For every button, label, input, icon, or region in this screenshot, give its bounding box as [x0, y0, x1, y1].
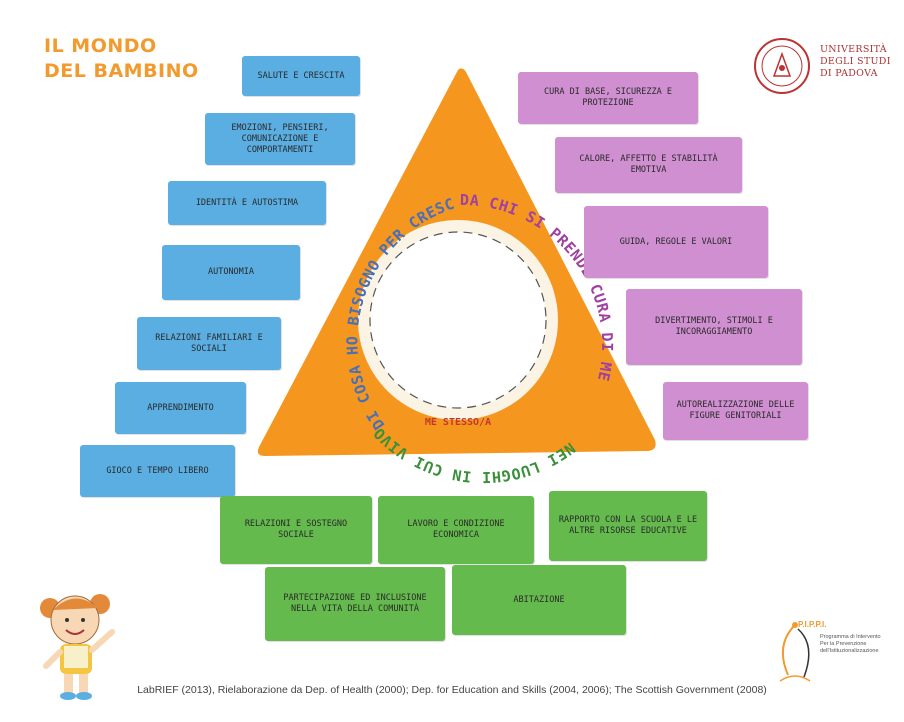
diagram-title: IL MONDO DEL BAMBINO	[44, 34, 199, 84]
green-box-3: Rapporto con la scuola e le altre risors…	[549, 491, 707, 561]
university-line-1: UNIVERSITÀ	[820, 44, 887, 55]
blue-box-3: Identità e autostima	[168, 181, 326, 225]
title-line-2: DEL BAMBINO	[44, 60, 199, 82]
green-box-5: Abitazione	[452, 565, 626, 635]
university-line-3: DI PADOVA	[820, 68, 878, 79]
blue-box-7: Gioco e tempo libero	[80, 445, 235, 497]
university-seal-icon	[754, 38, 810, 94]
blue-box-6: Apprendimento	[115, 382, 246, 434]
title-line-1: IL MONDO	[44, 35, 157, 57]
university-line-2: DEGLI STUDI	[820, 56, 891, 67]
pink-box-4: Divertimento, stimoli e incoraggiamento	[626, 289, 802, 365]
blue-box-1: Salute e crescita	[242, 56, 360, 96]
pink-box-3: Guida, regole e valori	[584, 206, 768, 278]
blue-box-5: Relazioni familiari e sociali	[137, 317, 281, 370]
center-label: ME STESSO/A	[425, 417, 491, 428]
blue-box-4: Autonomia	[162, 245, 300, 300]
pippi-line-1: Programma di Intervento	[820, 634, 881, 640]
pippi-logo-icon	[779, 622, 811, 682]
pink-box-5: Autorealizzazione delle figure genitoria…	[663, 382, 808, 440]
footer-citation: LabRIEF (2013), Rielaborazione da Dep. o…	[137, 684, 767, 696]
university-name: UNIVERSITÀ DEGLI STUDI DI PADOVA	[820, 44, 891, 80]
green-box-1: Relazioni e sostegno sociale	[220, 496, 372, 564]
pink-box-2: Calore, affetto e stabilità emotiva	[555, 137, 742, 193]
child-illustration-icon	[40, 594, 115, 700]
pippi-line-2: Per la Prevenzione	[820, 641, 867, 647]
blue-box-2: Emozioni, pensieri, comunicazione e comp…	[205, 113, 355, 165]
pippi-logo-text: P.I.P.P.I.	[798, 620, 827, 629]
green-box-2: Lavoro e condizione economica	[378, 496, 534, 564]
pippi-description: Programma di Intervento Per la Prevenzio…	[820, 634, 898, 655]
pippi-line-3: dell'Istituzionalizzazione	[820, 648, 879, 654]
green-box-4: Partecipazione ed inclusione nella vita …	[265, 567, 445, 641]
inner-circle-dashed	[369, 231, 547, 409]
pink-box-1: Cura di base, sicurezza e protezione	[518, 72, 698, 124]
